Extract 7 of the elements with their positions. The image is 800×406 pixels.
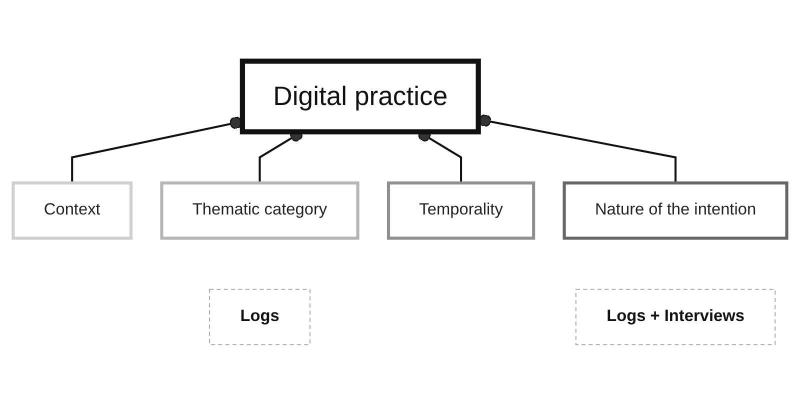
node-box: Logs (208, 288, 311, 346)
node-box: Logs + Interviews (575, 288, 776, 346)
node-box: Context (12, 182, 133, 240)
node-box: Nature of the intention (562, 182, 788, 240)
node-box: Temporality (386, 182, 536, 240)
node-box: Thematic category (160, 182, 360, 240)
node-box: Digital practice (240, 58, 481, 134)
